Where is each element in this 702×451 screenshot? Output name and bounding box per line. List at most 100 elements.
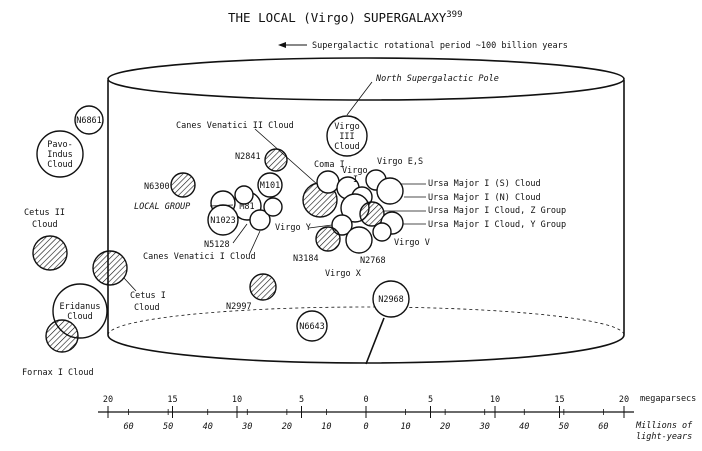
cluster-circle (92, 250, 128, 286)
cluster-label: Cloud (67, 312, 93, 322)
rotation-axis (365, 317, 385, 365)
cluster-circle (359, 201, 385, 227)
megaparsec-tick-label: 5 (299, 395, 304, 405)
cluster-label: N6643 (299, 322, 325, 332)
cluster-label: III (339, 132, 354, 142)
cluster-circle (315, 226, 341, 252)
cluster-n1023: N1023 (207, 204, 239, 236)
lightyear-tick-label: 0 (363, 422, 368, 432)
cluster-circle (249, 209, 271, 231)
cluster-group: VirgoIIICloudN6861Pavo-IndusCloudM101M81… (32, 105, 410, 353)
cluster-circle (170, 172, 196, 198)
pole-leader (346, 81, 373, 116)
label-virgo-y: Virgo Y (275, 223, 311, 233)
cluster-label: N2968 (378, 295, 404, 305)
cylinder-top-rim (107, 57, 625, 101)
cluster-circle (257, 172, 283, 198)
leader-lines (123, 128, 426, 292)
label-n3184: N3184 (293, 254, 319, 264)
cluster-n3184 (315, 226, 341, 252)
label-virgo-i-num: I (353, 175, 358, 185)
lightyear-tick-label: 50 (559, 422, 569, 432)
label-n2997: N2997 (226, 302, 252, 312)
cluster-circle (326, 115, 368, 157)
cluster-n6300 (170, 172, 196, 198)
cluster-virgo-v (372, 222, 392, 242)
cluster-n2968: N2968 (372, 280, 410, 318)
cluster-circle (36, 130, 84, 178)
label-n6300: N6300 (144, 182, 170, 192)
label-n5128: N5128 (204, 240, 230, 250)
cluster-n2841 (264, 148, 288, 172)
cylinder-bottom-front (107, 334, 625, 364)
rotation-label: Supergalactic rotational period ~100 bil… (312, 41, 568, 51)
cluster-n2997 (249, 273, 277, 301)
lightyear-tick-label: 40 (203, 422, 213, 432)
cluster-circle (345, 226, 373, 254)
cluster-virgo-x (345, 226, 373, 254)
label-virgo-i: Virgo (342, 166, 368, 176)
lightyear-tick-label: 60 (123, 422, 133, 432)
diagram-title-text: THE LOCAL (Virgo) SUPERGALAXY (228, 10, 447, 25)
cluster-label: Cloud (334, 142, 360, 152)
label-n2841: N2841 (235, 152, 261, 162)
lightyear-tick-label: 10 (400, 422, 410, 432)
cluster-cvn-i-a (249, 209, 271, 231)
label-ursa-major-n: Ursa Major I (N) Cloud (428, 193, 541, 203)
label-virgo-v: Virgo V (394, 238, 430, 248)
cluster-ursa-major-z (359, 201, 385, 227)
cluster-circle (263, 197, 283, 217)
cluster-label: N6861 (76, 116, 102, 126)
cluster-cetus-i (92, 250, 128, 286)
cluster-fornax-i (45, 319, 79, 353)
lightyear-tick-label: 20 (440, 422, 450, 432)
cluster-label: Eridanus (60, 302, 101, 312)
label-cetus-i-cloud: Cloud (134, 303, 160, 313)
cluster-label: M101 (260, 181, 280, 191)
lightyear-tick-label: 30 (241, 422, 252, 432)
label-ursa-major-y: Ursa Major I Cloud, Y Group (428, 220, 566, 230)
label-n2768: N2768 (360, 256, 386, 266)
label-canes-venatici-i: Canes Venatici I Cloud (143, 252, 256, 262)
label-canes-venatici-ii: Canes Venatici II Cloud (176, 121, 294, 131)
pole-label: North Supergalactic Pole (375, 74, 499, 84)
cluster-circle (32, 235, 68, 271)
cluster-label: Virgo (334, 122, 360, 132)
megaparsec-tick-label: 10 (232, 395, 242, 405)
cluster-circle (45, 319, 79, 353)
cluster-circle (74, 105, 104, 135)
lightyear-tick-label: 60 (598, 422, 608, 432)
megaparsec-tick-label: 10 (490, 395, 500, 405)
cluster-circle (316, 170, 340, 194)
cylinder-bottom-back (107, 306, 625, 336)
cluster-label: N1023 (210, 216, 236, 226)
label-fornax-i: Fornax I Cloud (22, 368, 94, 378)
diagram-title: THE LOCAL (Virgo) SUPERGALAXY399 (228, 10, 463, 25)
megaparsec-tick-label: 15 (167, 395, 177, 405)
cluster-cvn-i-b (263, 197, 283, 217)
lightyear-tick-label: 50 (163, 422, 173, 432)
lightyear-unit-label-1: Millions of (635, 421, 693, 431)
cluster-circle (372, 222, 392, 242)
cluster-n6861: N6861 (74, 105, 104, 135)
lightyear-tick-label: 10 (321, 422, 331, 432)
cluster-label: Cloud (47, 160, 73, 170)
cluster-circle (234, 185, 254, 205)
label-cetus-ii: Cetus II (24, 208, 65, 218)
label-local-group: LOCAL GROUP (134, 202, 190, 212)
megaparsec-tick-label: 0 (363, 395, 368, 405)
lightyear-tick-label: 40 (519, 422, 529, 432)
megaparsec-tick-label: 20 (103, 395, 113, 405)
megaparsec-tick-label: 15 (554, 395, 564, 405)
megaparsec-unit-label: megaparsecs (640, 394, 696, 404)
lightyear-unit-label-2: light-years (636, 432, 692, 442)
cluster-virgo-es-b (376, 177, 404, 205)
rotation-arrow (278, 42, 307, 48)
megaparsec-tick-label: 20 (619, 395, 629, 405)
